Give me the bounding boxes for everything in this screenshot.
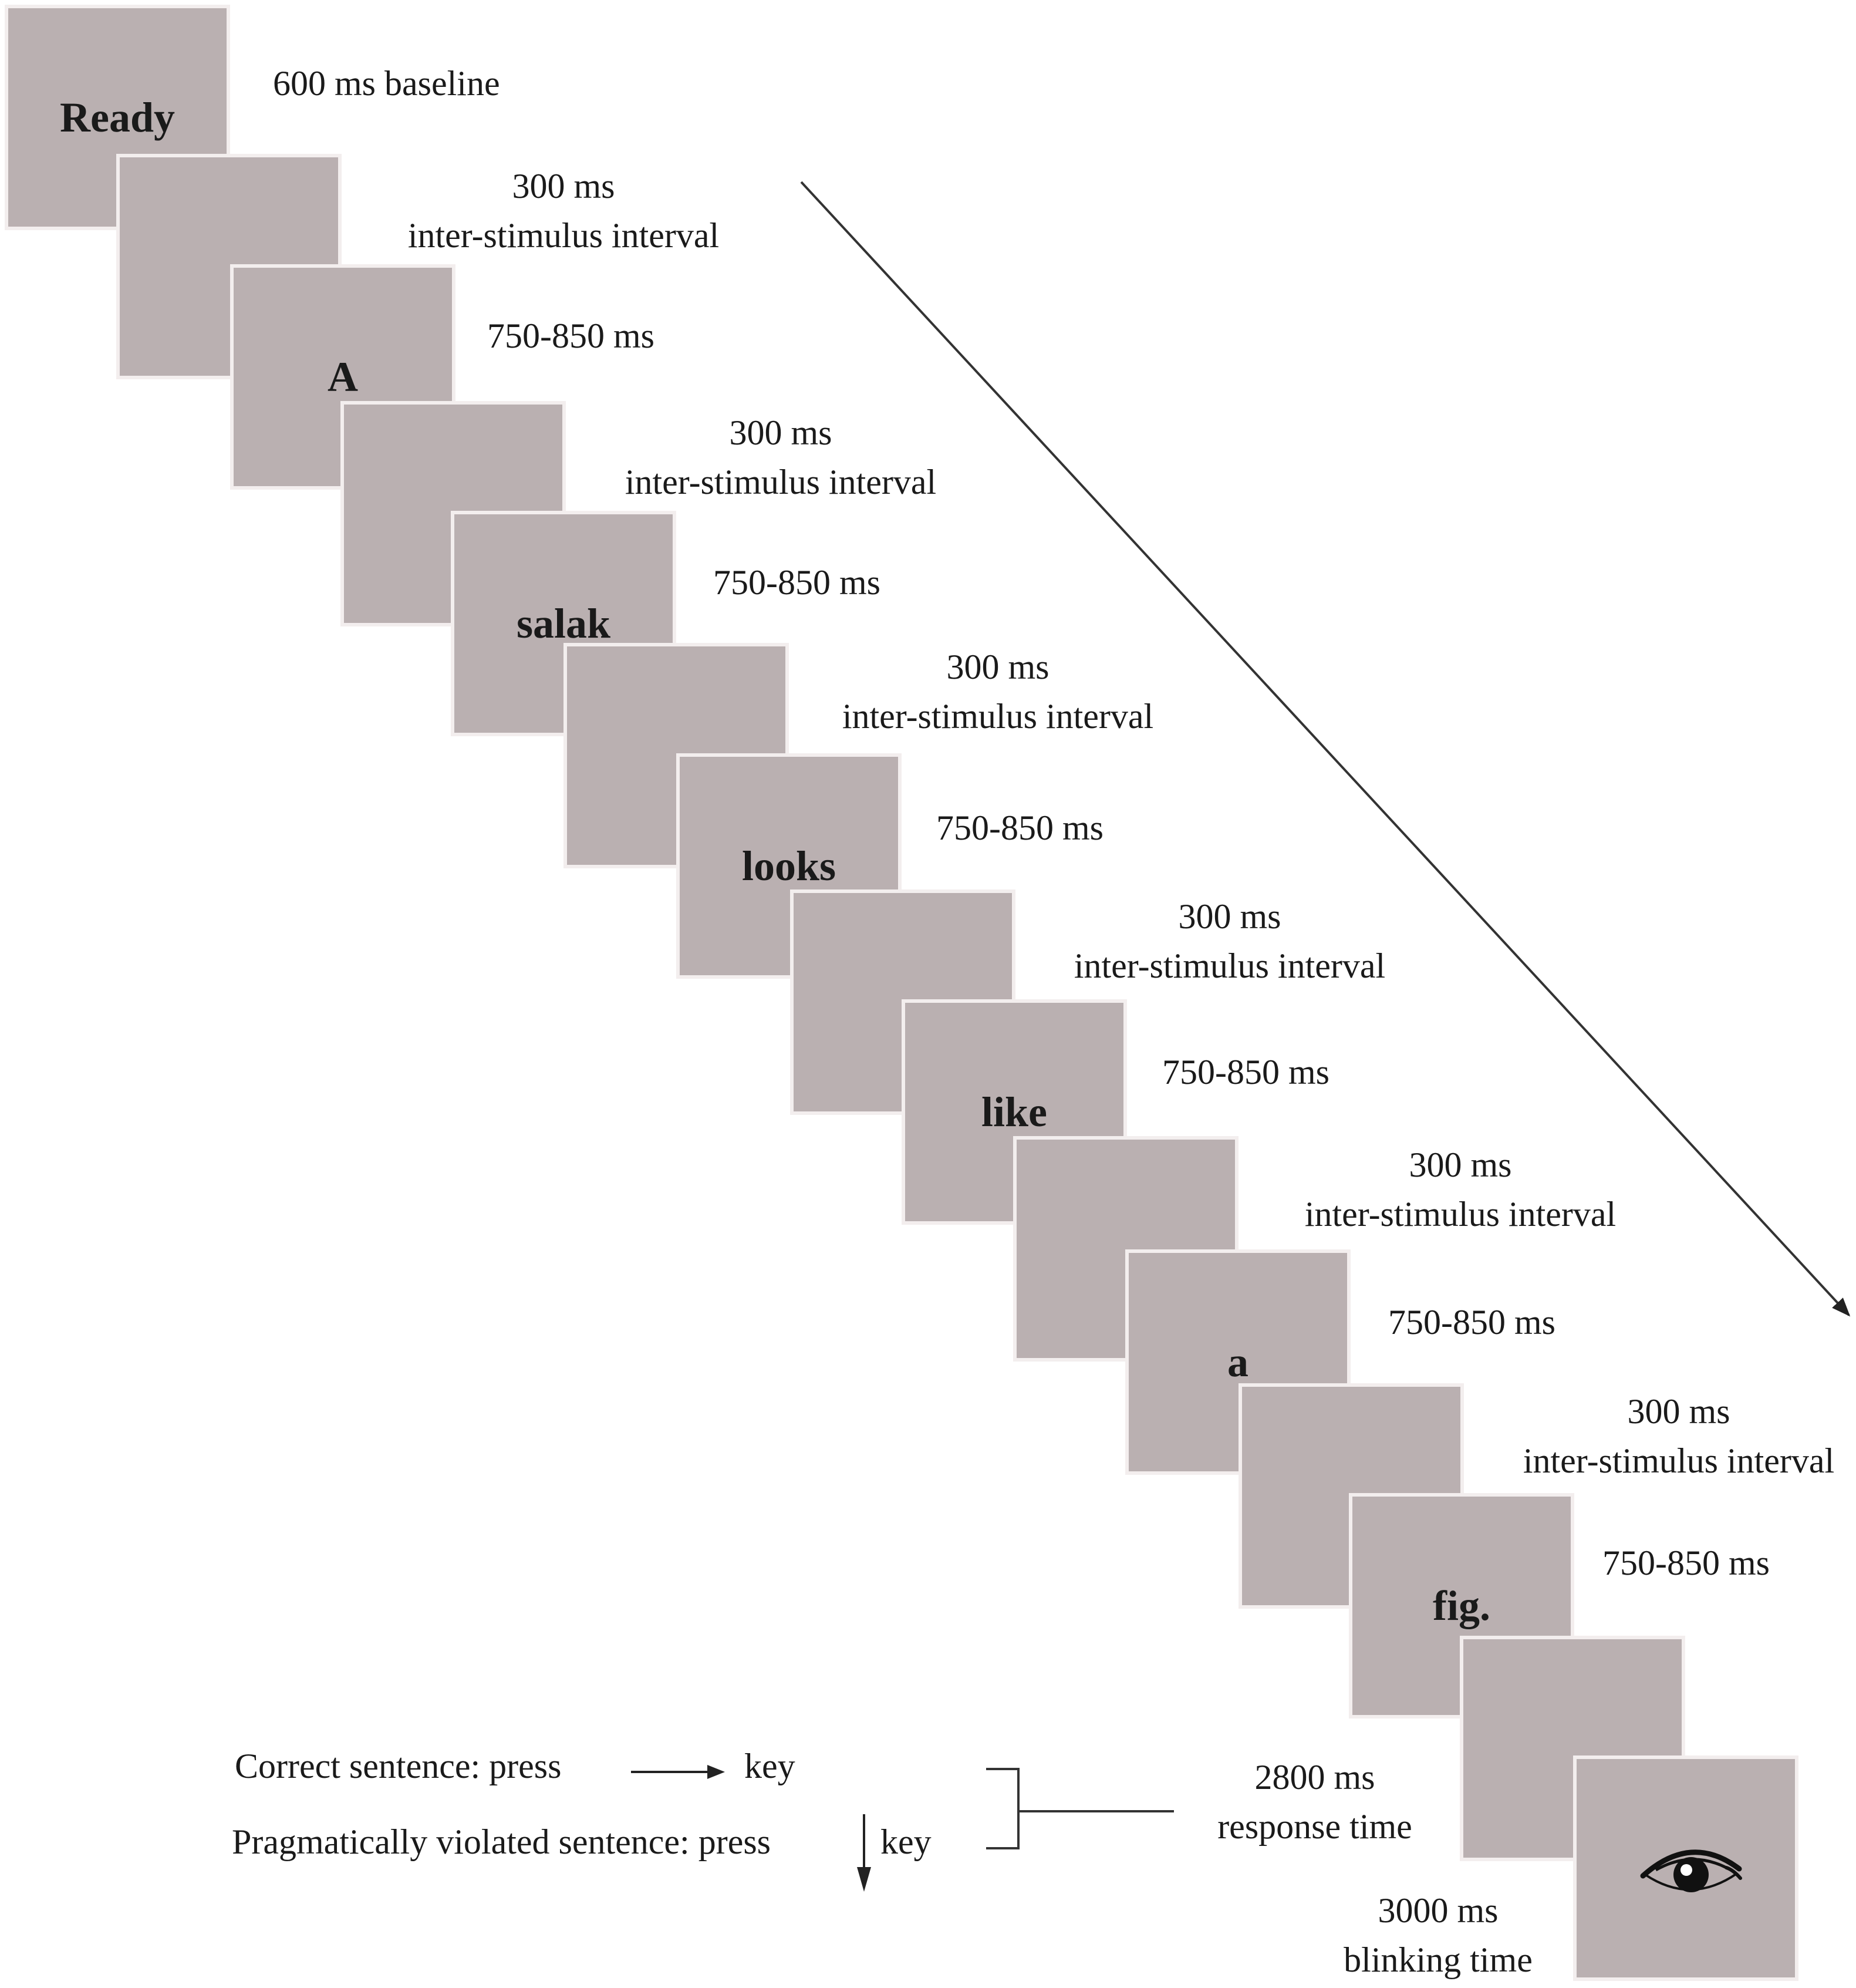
correct-key-label: key — [744, 1747, 795, 1785]
duration-text: 2800 ms — [1254, 1758, 1375, 1797]
timing-label: 750-850 ms — [1388, 1298, 1641, 1347]
phase-text: inter-stimulus interval — [842, 697, 1154, 736]
stimulus-word: salak — [516, 600, 611, 647]
duration-text: 300 ms — [1627, 1392, 1730, 1431]
duration-text: 750-850 ms — [936, 808, 1104, 847]
duration-text: 300 ms — [946, 648, 1050, 686]
eye-icon — [1640, 1849, 1742, 1892]
timing-label: 750-850 ms — [1162, 1047, 1415, 1097]
correct-instruction-text: Correct sentence: press — [235, 1747, 562, 1785]
duration-text: 300 ms — [729, 413, 832, 452]
timing-label: 600 ms baseline — [273, 59, 543, 108]
phase-text: inter-stimulus interval — [1074, 946, 1386, 985]
duration-text: 300 ms — [512, 167, 615, 205]
timing-label: 300 ms inter-stimulus interval — [995, 892, 1464, 990]
timing-label: 750-850 ms — [487, 311, 740, 360]
stimulus-word: looks — [741, 843, 836, 889]
stimulus-word: a — [1227, 1339, 1248, 1386]
duration-text: 750-850 ms — [713, 563, 880, 602]
stimulus-word: fig. — [1433, 1582, 1490, 1629]
duration-text: 600 ms baseline — [273, 64, 500, 103]
phase-text: inter-stimulus interval — [1523, 1441, 1835, 1480]
timing-label: 750-850 ms — [713, 558, 966, 607]
timing-label: 3000 ms blinking time — [1262, 1886, 1614, 1984]
phase-text: inter-stimulus interval — [1304, 1195, 1617, 1234]
time-direction-arrow — [800, 181, 1851, 1317]
timing-label: 300 ms inter-stimulus interval — [329, 161, 798, 260]
timing-label: 750-850 ms — [1602, 1538, 1855, 1588]
duration-text: 750-850 ms — [1388, 1303, 1555, 1342]
timing-label: 300 ms inter-stimulus interval — [1226, 1140, 1695, 1239]
duration-text: 750-850 ms — [1162, 1053, 1329, 1091]
stimulus-screen — [1573, 1755, 1798, 1981]
stimulus-word: like — [981, 1089, 1047, 1135]
violated-key-label: key — [880, 1822, 932, 1861]
timing-label: 2800 ms response time — [1133, 1753, 1497, 1851]
stimulus-word: Ready — [60, 94, 175, 141]
phase-text: inter-stimulus interval — [407, 216, 720, 255]
duration-text: 750-850 ms — [487, 316, 654, 355]
timing-label: 750-850 ms — [936, 803, 1189, 853]
phase-text: inter-stimulus interval — [625, 463, 937, 501]
timing-label: 300 ms inter-stimulus interval — [763, 642, 1233, 741]
violated-instruction: Pragmatically violated sentence: press — [232, 1824, 771, 1859]
timing-label: 300 ms inter-stimulus interval — [1444, 1387, 1856, 1485]
duration-text: 300 ms — [1178, 897, 1281, 936]
phase-text: blinking time — [1344, 1940, 1533, 1979]
stimulus-word: A — [328, 353, 358, 400]
phase-text: response time — [1217, 1807, 1412, 1846]
correct-instruction: Correct sentence: press — [235, 1748, 561, 1784]
duration-text: 3000 ms — [1378, 1891, 1499, 1930]
duration-text: 300 ms — [1409, 1145, 1512, 1184]
duration-text: 750-850 ms — [1602, 1544, 1770, 1582]
response-bracket — [986, 1768, 1020, 1849]
violated-instruction-text: Pragmatically violated sentence: press — [232, 1822, 771, 1861]
timing-label: 300 ms inter-stimulus interval — [546, 408, 1015, 507]
